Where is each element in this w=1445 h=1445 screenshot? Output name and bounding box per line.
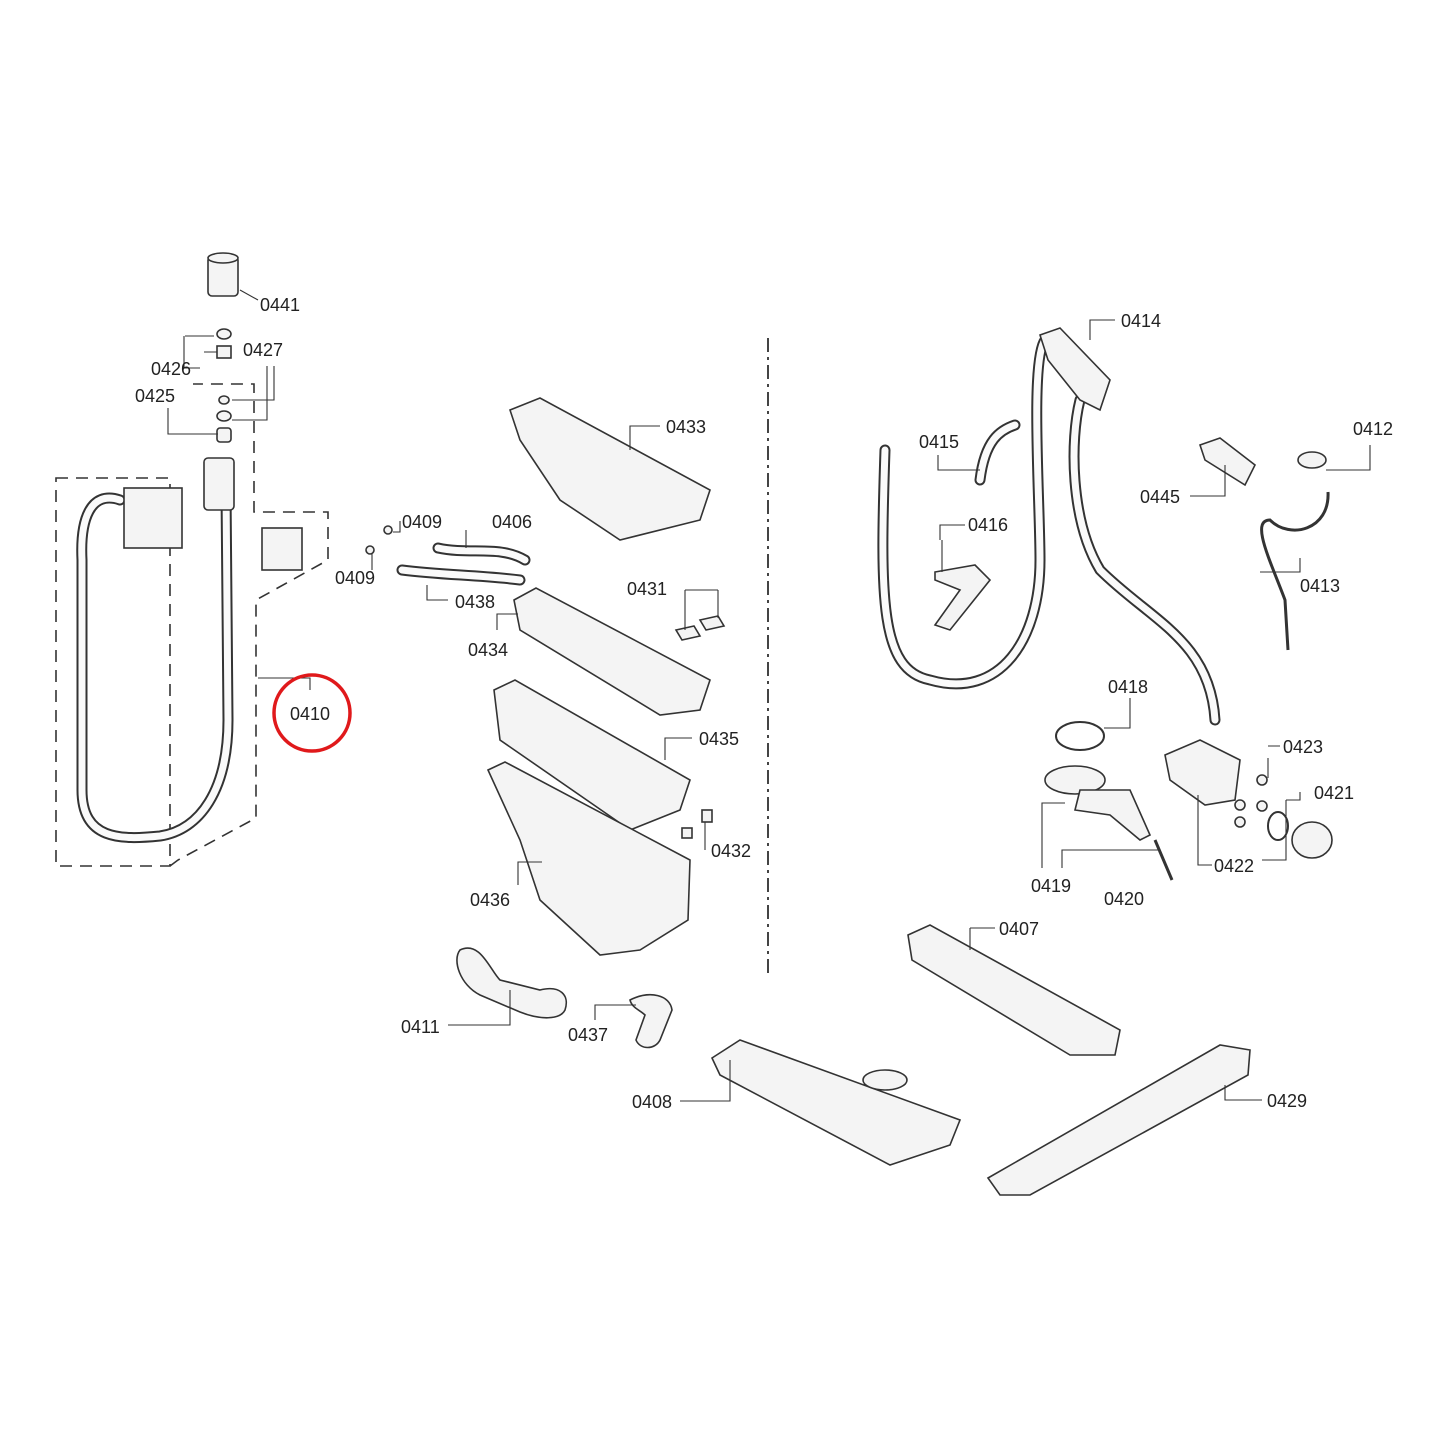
part-0408-base-rail[interactable] bbox=[710, 1039, 962, 1166]
label-0412: 0412 bbox=[1353, 419, 1393, 439]
inlet-hose-group-outline bbox=[55, 383, 329, 867]
label-0425: 0425 bbox=[135, 386, 175, 406]
label-0413: 0413 bbox=[1300, 576, 1340, 596]
washers-0425-0427[interactable] bbox=[216, 328, 232, 443]
label-0406: 0406 bbox=[492, 512, 532, 532]
label-0421: 0421 bbox=[1314, 783, 1354, 803]
part-0421-filter[interactable] bbox=[1267, 811, 1333, 859]
label-0436: 0436 bbox=[470, 890, 510, 910]
part-labels: 0441 0426 0427 0425 0409 0406 0409 0438 … bbox=[135, 295, 1393, 1112]
highlight-circle-0410 bbox=[272, 673, 352, 753]
part-0432-screws[interactable] bbox=[681, 809, 713, 839]
part-0422-drain-pump[interactable] bbox=[1164, 739, 1246, 828]
label-0427: 0427 bbox=[243, 340, 283, 360]
label-0432: 0432 bbox=[711, 841, 751, 861]
part-0433-dispenser-cover[interactable] bbox=[509, 397, 711, 541]
part-0413-tube[interactable] bbox=[1260, 491, 1330, 651]
part-0415-hose[interactable] bbox=[974, 419, 1021, 486]
part-0411-bellows[interactable] bbox=[456, 947, 567, 1019]
part-0416-y-piece[interactable] bbox=[933, 564, 992, 631]
label-0418: 0418 bbox=[1108, 677, 1148, 697]
part-0409-clips[interactable] bbox=[365, 525, 393, 555]
label-0409-lower: 0409 bbox=[335, 568, 375, 588]
part-0414-drain-hose[interactable] bbox=[877, 327, 1221, 726]
label-0435: 0435 bbox=[699, 729, 739, 749]
label-0409-upper: 0409 bbox=[402, 512, 442, 532]
part-0435-dispenser-housing[interactable] bbox=[493, 679, 691, 831]
label-0411: 0411 bbox=[401, 1017, 440, 1037]
part-0445-bracket[interactable] bbox=[1198, 437, 1257, 487]
label-0441: 0441 bbox=[260, 295, 300, 315]
part-0419-sump-hose[interactable] bbox=[1044, 765, 1152, 841]
label-0416: 0416 bbox=[968, 515, 1008, 535]
part-0431-pads[interactable] bbox=[674, 615, 726, 641]
part-0436-dispenser-bowl[interactable] bbox=[486, 761, 691, 956]
label-0434: 0434 bbox=[468, 640, 508, 660]
label-0423: 0423 bbox=[1283, 737, 1323, 757]
label-0445: 0445 bbox=[1140, 487, 1180, 507]
leader-lines bbox=[167, 289, 1371, 1102]
label-0437: 0437 bbox=[568, 1025, 608, 1045]
part-0434-detergent-drawer[interactable] bbox=[513, 587, 711, 716]
label-0420: 0420 bbox=[1104, 889, 1144, 909]
label-0433: 0433 bbox=[666, 417, 706, 437]
part-0406-0438-hoses[interactable] bbox=[396, 542, 531, 586]
label-0414: 0414 bbox=[1121, 311, 1161, 331]
part-0410-inlet-hose[interactable] bbox=[76, 457, 235, 844]
part-0407-rail[interactable] bbox=[907, 924, 1121, 1056]
part-0437-elbow[interactable] bbox=[629, 994, 673, 1049]
part-0429-rail[interactable] bbox=[986, 1044, 1251, 1196]
label-0408: 0408 bbox=[632, 1092, 672, 1112]
part-0412-pressure-switch[interactable] bbox=[1297, 451, 1327, 469]
label-0410[interactable]: 0410 bbox=[290, 704, 330, 724]
part-valve-bracket[interactable] bbox=[261, 527, 303, 571]
part-0418-clamp[interactable] bbox=[1055, 721, 1105, 751]
label-0431: 0431 bbox=[627, 579, 667, 599]
label-0415: 0415 bbox=[919, 432, 959, 452]
part-0423-seal[interactable] bbox=[1256, 774, 1268, 812]
label-0422: 0422 bbox=[1214, 856, 1254, 876]
label-0419: 0419 bbox=[1031, 876, 1071, 896]
part-0441-connector[interactable] bbox=[207, 252, 239, 297]
label-0407: 0407 bbox=[999, 919, 1039, 939]
part-0420-rod[interactable] bbox=[1153, 839, 1174, 881]
label-0429: 0429 bbox=[1267, 1091, 1307, 1111]
label-0426: 0426 bbox=[151, 359, 191, 379]
label-0438: 0438 bbox=[455, 592, 495, 612]
